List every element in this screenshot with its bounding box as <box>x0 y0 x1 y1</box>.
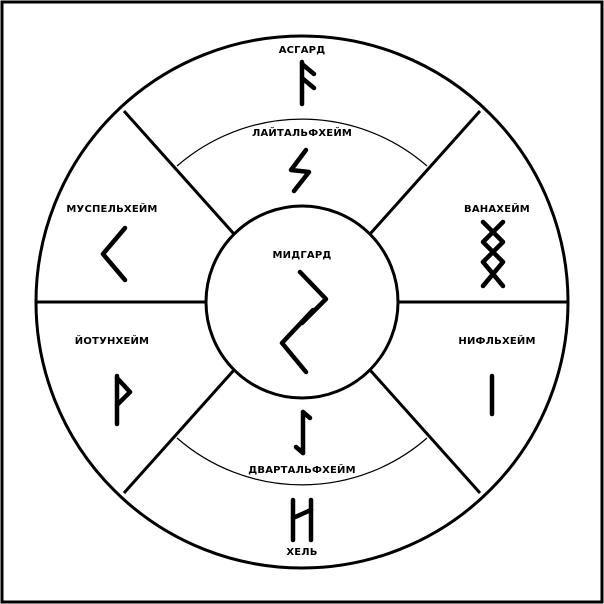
eihwaz-rune-icon <box>293 409 313 456</box>
upper-inner-arc <box>176 118 428 167</box>
label-jotunheim: ЙОТУНХЕЙМ <box>75 334 149 347</box>
divider-top-left <box>122 110 236 235</box>
label-muspelheim: МУСПЕЛЬХЕЙМ <box>66 202 157 215</box>
lower-inner-arc <box>176 437 428 486</box>
thurisaz-rune-icon <box>114 373 133 427</box>
ingwaz-rune-icon <box>480 219 506 289</box>
label-dvartalfheim: ДВАРТАЛЬФХЕЙМ <box>248 463 355 476</box>
inner-circle <box>204 204 400 400</box>
kenaz-rune-icon <box>100 225 128 283</box>
divider-bottom-right <box>368 369 482 494</box>
label-midgard: МИДГАРД <box>273 250 332 261</box>
divider-top-right <box>368 110 482 235</box>
jera-rune-icon <box>279 269 329 375</box>
hagalaz-rune-icon <box>290 497 314 543</box>
label-hel: ХЕЛЬ <box>286 547 317 558</box>
ansuz-rune-icon <box>299 59 317 107</box>
label-asgard: АСГАРД <box>279 45 326 56</box>
label-lightalfheim: ЛАЙТАЛЬФХЕЙМ <box>252 126 352 139</box>
label-niflheim: НИФЛЬХЕЙМ <box>458 334 535 347</box>
sowilo-rune-icon <box>288 147 312 194</box>
label-vanaheim: ВАНАХЕЙМ <box>464 202 530 215</box>
divider-bottom-left <box>122 369 236 494</box>
